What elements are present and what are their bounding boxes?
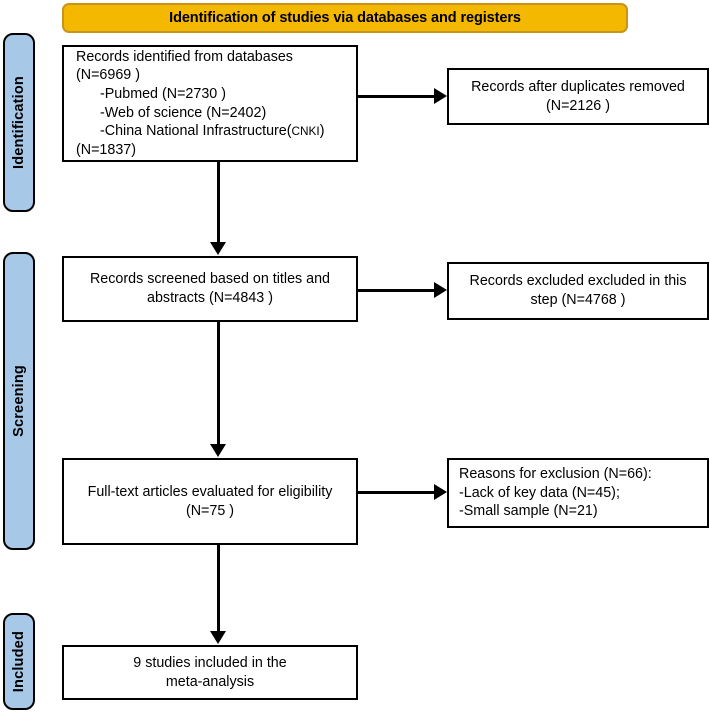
connector-identified-to-duplicates	[358, 95, 435, 98]
connector-fulltext-to-reasons	[358, 491, 435, 494]
stage-label-included-text: Included	[11, 630, 27, 693]
arrowhead-right-icon-3	[434, 484, 447, 500]
diagram-banner-title: Identification of studies via databases …	[62, 3, 628, 33]
node-records-identified-cnki: -China National Infrastructure(CNKI)	[76, 122, 368, 141]
node-records-screened-line2: abstracts (N=4843 )	[147, 290, 273, 306]
node-fulltext-evaluated-line1: Full-text articles evaluated for eligibi…	[87, 483, 333, 500]
node-duplicates-removed: Records after duplicates removed (N=2126…	[447, 68, 709, 125]
node-fulltext-evaluated-line2: (N=75 )	[185, 502, 235, 519]
arrowhead-down-icon-1	[210, 242, 226, 255]
arrowhead-right-icon-2	[434, 282, 447, 298]
node-exclusion-reasons: Reasons for exclusion (N=66): -Lack of k…	[447, 458, 709, 528]
node-records-identified-pubmed: -Pubmed (N=2730 )	[100, 85, 226, 102]
node-records-identified-line1: Records identified from databases	[76, 48, 293, 65]
connector-fulltext-to-included	[217, 545, 220, 633]
node-studies-included-line1: 9 studies included in the	[133, 654, 287, 671]
arrowhead-down-icon-2	[210, 444, 226, 457]
node-records-excluded-line1: Records excluded excluded in this	[469, 273, 687, 290]
stage-label-screening: Screening	[3, 252, 35, 550]
node-records-identified-line6: (N=1837)	[76, 141, 137, 158]
cnki-abbrev: CNKI	[291, 124, 320, 139]
connector-screened-to-excluded	[358, 289, 435, 292]
node-records-excluded: Records excluded excluded in this step (…	[447, 262, 709, 320]
node-exclusion-reasons-line1: Reasons for exclusion (N=66):	[459, 466, 652, 483]
node-records-identified-wos: -Web of science (N=2402)	[100, 104, 267, 121]
arrowhead-down-icon-3	[210, 631, 226, 644]
cnki-suffix: )	[319, 123, 325, 140]
stage-label-included: Included	[3, 613, 35, 710]
node-exclusion-reasons-line2: -Lack of key data (N=45);	[459, 484, 620, 501]
node-duplicates-removed-line2: (N=2126 )	[546, 97, 610, 114]
cnki-prefix: -China National Infrastructure(	[100, 123, 292, 140]
arrowhead-right-icon-1	[434, 88, 447, 104]
node-records-screened-line1: Records screened based on titles and	[89, 271, 331, 288]
node-records-screened: Records screened based on titles and abs…	[62, 256, 358, 322]
node-records-excluded-line2: step (N=4768 )	[530, 292, 626, 308]
banner-label: Identification of studies via databases …	[169, 10, 521, 26]
node-studies-included-line2: meta-analysis	[165, 673, 255, 690]
connector-identified-to-screened	[217, 162, 220, 244]
stage-label-screening-text: Screening	[11, 365, 27, 437]
connector-screened-to-fulltext	[217, 322, 220, 446]
node-records-identified-line2: (N=6969 )	[76, 67, 140, 84]
node-fulltext-evaluated: Full-text articles evaluated for eligibi…	[62, 458, 358, 545]
node-records-identified: Records identified from databases (N=696…	[62, 45, 358, 162]
node-exclusion-reasons-line3: -Small sample (N=21)	[459, 503, 598, 520]
node-studies-included: 9 studies included in the meta-analysis	[62, 645, 358, 700]
stage-label-identification-text: Identification	[11, 75, 27, 170]
stage-label-identification: Identification	[3, 33, 35, 212]
node-duplicates-removed-line1: Records after duplicates removed	[471, 78, 685, 95]
